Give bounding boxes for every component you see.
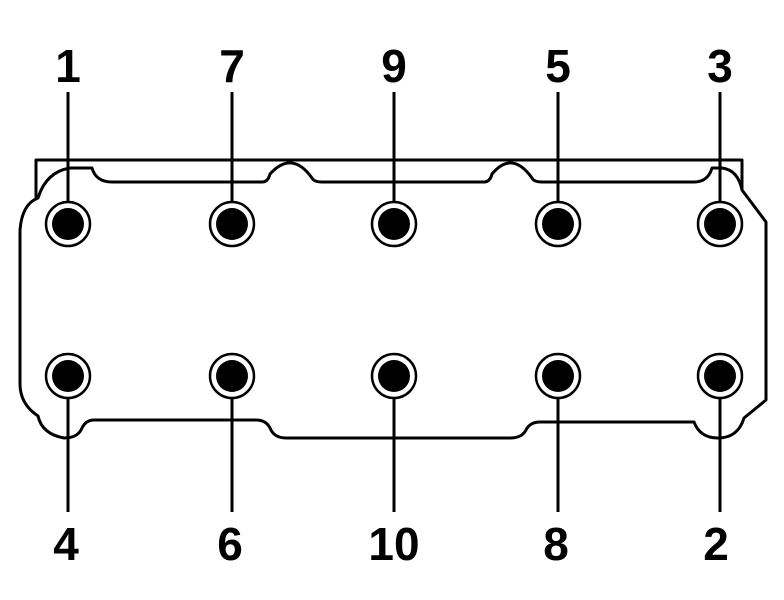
bolt-head-icon bbox=[704, 360, 736, 392]
bolt-head-icon bbox=[216, 360, 248, 392]
bolt-number-label: 5 bbox=[545, 40, 571, 92]
bolt-number-label: 4 bbox=[53, 518, 79, 570]
bolt-number-label: 7 bbox=[219, 40, 245, 92]
bolt-head-icon bbox=[216, 208, 248, 240]
bolt-number-label: 2 bbox=[703, 518, 729, 570]
bolt-number-label: 9 bbox=[381, 40, 407, 92]
bolt-number-label: 10 bbox=[368, 518, 419, 570]
bolt-head-icon bbox=[52, 208, 84, 240]
bolt-head-icon bbox=[378, 208, 410, 240]
top-row-bolts: 1 7 9 5 3 bbox=[44, 40, 744, 248]
bolt-number-label: 6 bbox=[217, 518, 243, 570]
bolt-head-icon bbox=[52, 360, 84, 392]
bolt-number-label: 1 bbox=[55, 40, 81, 92]
bolt-head-icon bbox=[542, 360, 574, 392]
bolt-head-icon bbox=[378, 360, 410, 392]
bolt-head-icon bbox=[704, 208, 736, 240]
bolt-number-label: 3 bbox=[707, 40, 733, 92]
bolt-number-label: 8 bbox=[543, 518, 569, 570]
bottom-row-bolts: 4 6 10 8 2 bbox=[44, 352, 744, 570]
bolt-head-icon bbox=[542, 208, 574, 240]
